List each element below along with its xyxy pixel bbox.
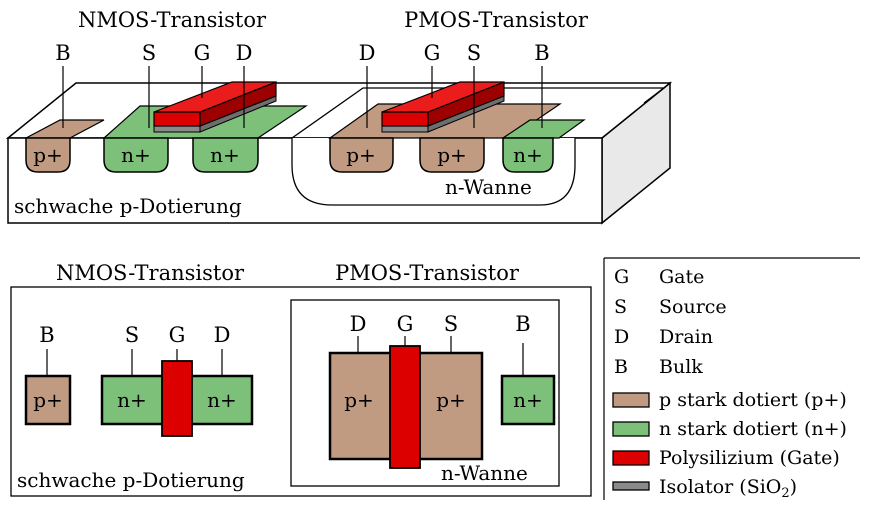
legend-key: B: [614, 356, 628, 378]
top-pmos-term-b: B: [534, 41, 549, 65]
top-p-plus-bulk: [25, 137, 71, 173]
legend-key: S: [614, 296, 627, 318]
top-pmos-term-g: G: [424, 41, 441, 65]
bottom-nmos-term-g: G: [169, 323, 186, 347]
top-p-plus-source: [419, 137, 485, 173]
bottom-nmos-term-b: B: [39, 323, 54, 347]
bottom-region-label: n+: [207, 388, 237, 412]
top-well-label: p+: [346, 143, 376, 167]
top-p-plus-drain: [329, 137, 394, 173]
legend-text: Drain: [659, 326, 713, 348]
bottom-nmos-term-s: S: [125, 323, 139, 347]
bottom-nmos-title: NMOS-Transistor: [56, 261, 245, 285]
top-nmos-term-g: G: [194, 41, 211, 65]
top-pmos-title: PMOS-Transistor: [404, 8, 589, 32]
legend-text: Bulk: [659, 356, 703, 378]
top-nmos-term-b: B: [55, 41, 70, 65]
legend-p-plus-label: p stark dotiert (p+): [659, 389, 847, 411]
nmos-poly-top: [153, 81, 277, 113]
top-n-plus-source: [103, 137, 169, 173]
top-3d-view: NMOS-Transistor PMOS-Transistor B S G D …: [5, 8, 673, 225]
bottom-pmos-gate: [389, 345, 421, 469]
pmos-oxide-front: [381, 125, 429, 133]
top-well-label: p+: [437, 143, 467, 167]
bottom-pmos-term-b: B: [515, 312, 530, 336]
bottom-nmos-term-d: D: [214, 323, 231, 347]
nmos-gate-stack: [153, 81, 277, 133]
bottom-n-plus-bulk: [500, 374, 556, 426]
top-substrate-label: schwache p-Dotierung: [14, 194, 242, 218]
bottom-pmos-term-s: S: [444, 312, 458, 336]
legend-abbrev-list: G Gate S Source D Drain B Bulk: [614, 266, 727, 378]
bottom-pmos-title: PMOS-Transistor: [335, 261, 520, 285]
top-nmos-term-s: S: [142, 41, 156, 65]
top-n-plus-drain: [192, 137, 259, 173]
bottom-p-plus-bulk: [24, 374, 72, 426]
legend-oxide-label-sub: 2: [781, 486, 789, 501]
top-nwell-label: n-Wanne: [445, 175, 532, 199]
bottom-plan-view: NMOS-Transistor PMOS-Transistor B S G D …: [10, 261, 592, 497]
legend-oxide-label-pre: Isolator (SiO: [659, 476, 781, 498]
top-pmos-term-s: S: [467, 41, 481, 65]
nmos-poly-front: [153, 111, 201, 127]
top-pmos-term-d: D: [359, 41, 376, 65]
legend-n-plus-swatch: [612, 421, 650, 437]
legend-key: D: [614, 326, 629, 348]
top-well-label: n+: [210, 143, 240, 167]
bottom-nwell-label: n-Wanne: [441, 461, 528, 485]
legend-poly-swatch: [612, 450, 650, 466]
legend-oxide-label: Isolator (SiO2): [659, 476, 797, 501]
legend-n-plus-label: n stark dotiert (n+): [659, 418, 847, 440]
legend: G Gate S Source D Drain B Bulk p stark d…: [603, 257, 860, 501]
top-terminal-lines: [62, 66, 543, 128]
top-nmos-term-d: D: [236, 41, 253, 65]
bottom-pmos-term-d: D: [350, 312, 367, 336]
legend-key: G: [614, 266, 629, 288]
top-n-plus-bulk: [502, 137, 554, 173]
bottom-terminal-lines: [46, 336, 524, 376]
bottom-region-label: p+: [344, 388, 374, 412]
legend-poly-label: Polysilizium (Gate): [659, 447, 840, 469]
bottom-pmos-term-g: G: [397, 312, 414, 336]
bottom-region-label: p+: [436, 388, 466, 412]
bottom-substrate-label: schwache p-Dotierung: [17, 468, 245, 492]
legend-text: Source: [659, 296, 727, 318]
top-well-label: p+: [33, 143, 63, 167]
legend-p-plus-swatch: [612, 392, 650, 408]
legend-oxide-swatch: [612, 481, 650, 491]
bottom-region-label: p+: [33, 388, 63, 412]
top-well-label: n+: [121, 143, 151, 167]
bottom-nmos-gate: [161, 360, 193, 437]
bottom-region-label: n+: [513, 388, 543, 412]
top-well-label: n+: [513, 143, 543, 167]
legend-oxide-label-post: ): [790, 476, 797, 498]
bottom-region-label: n+: [117, 388, 147, 412]
nwell-top-outline: [291, 87, 666, 139]
nmos-oxide-front: [153, 125, 201, 133]
top-nmos-title: NMOS-Transistor: [78, 8, 267, 32]
pmos-poly-front: [381, 111, 429, 127]
legend-text: Gate: [659, 266, 704, 288]
